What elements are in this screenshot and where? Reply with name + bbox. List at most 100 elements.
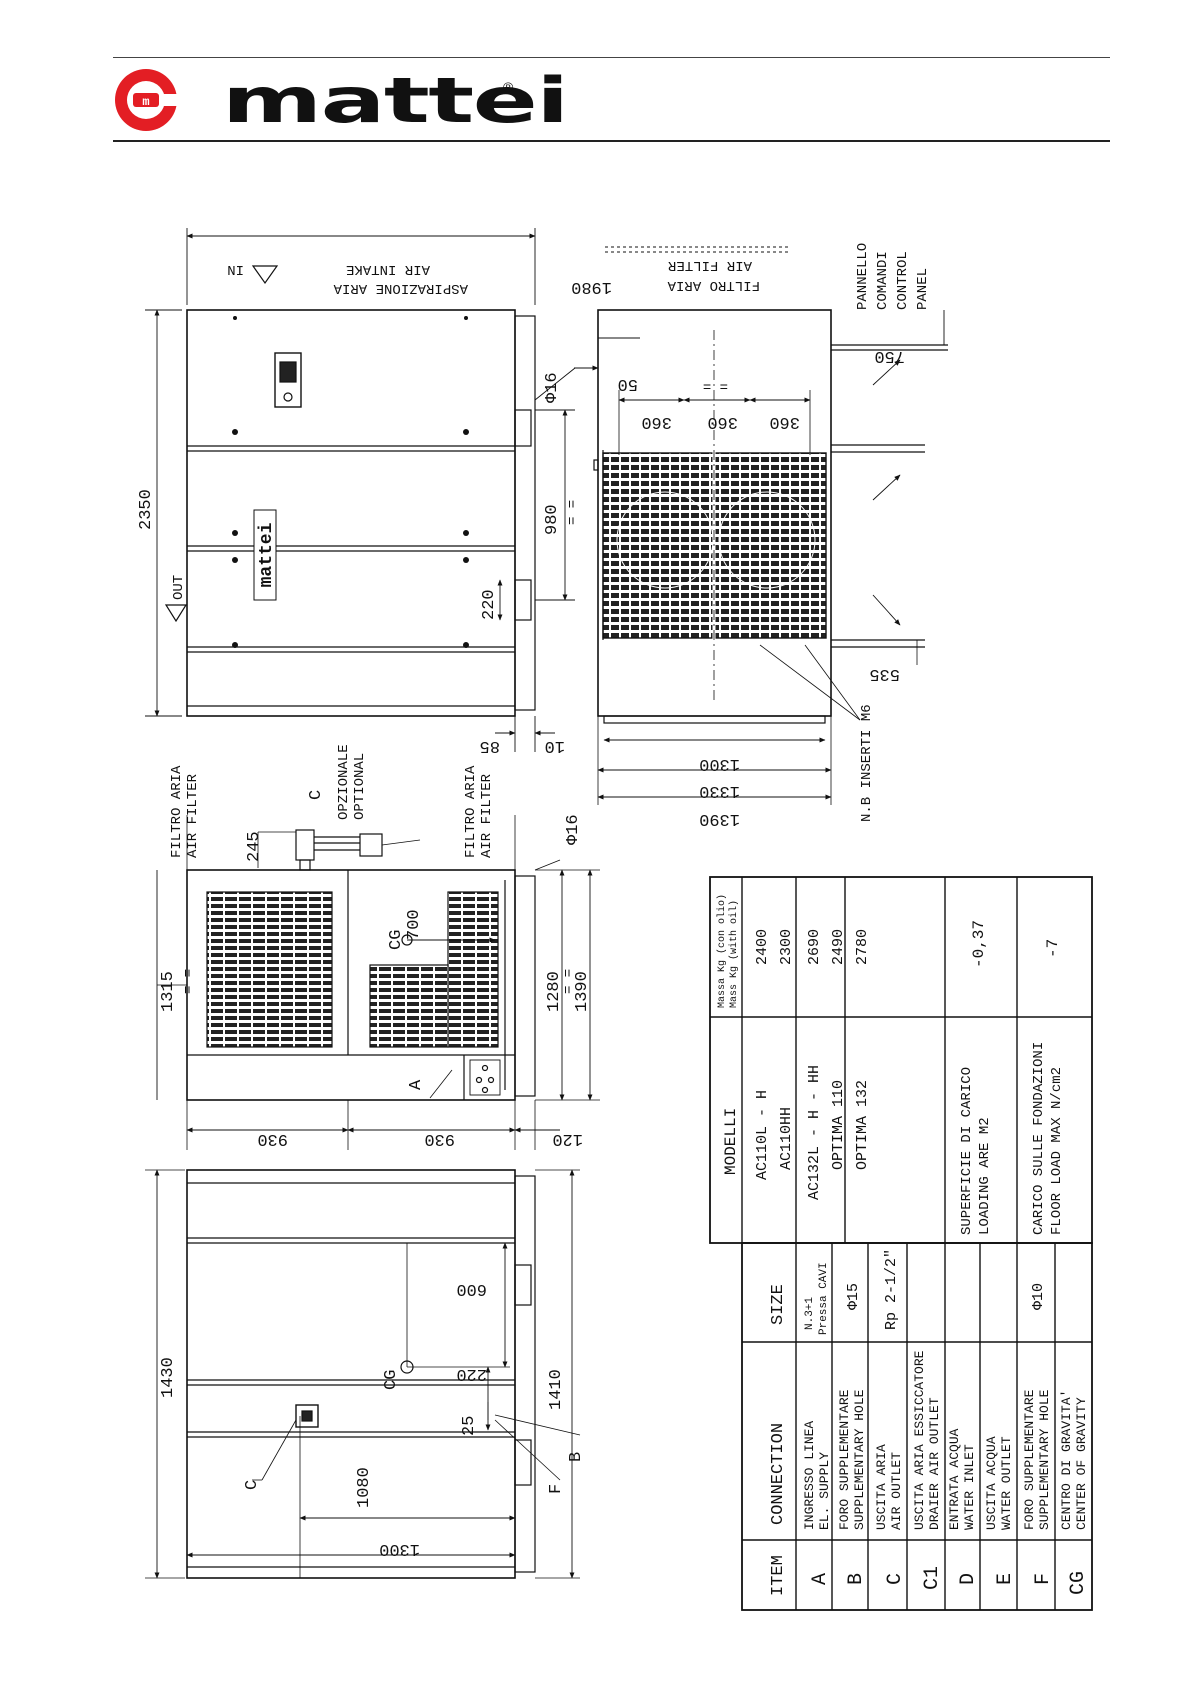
inserts-note: N.B INSERTI M6: [859, 704, 875, 822]
row-b-conn-2: SUPPLEMENTARY HOLE: [852, 1389, 867, 1530]
row-b-size: Φ15: [845, 1283, 862, 1310]
row-d-conn-1: ENTRATA ACQUA: [947, 1428, 962, 1530]
front-unit-brand: mattei: [257, 522, 277, 587]
top-dim-360c: 360: [769, 412, 800, 431]
model-row-4-mass: 2490: [830, 929, 847, 965]
model-row-5-mass: 2780: [854, 929, 871, 965]
back-view: [145, 1169, 581, 1579]
model-row-5-name: OPTIMA 132: [854, 1080, 871, 1170]
row-c-conn-2: AIR OUTLET: [889, 1452, 904, 1530]
top-view: [574, 246, 948, 805]
front-dim-980: 980: [543, 504, 562, 535]
back-label-f: F: [547, 1484, 566, 1494]
side-label-cg: CG: [387, 930, 406, 950]
model-row-3-name: AC132L - H - HH: [806, 1065, 823, 1200]
row-b-item: B: [845, 1573, 868, 1585]
row-f-conn-1: FORO SUPPLEMENTARE: [1022, 1389, 1037, 1530]
back-dim-1410: 1410: [547, 1369, 566, 1410]
control-panel-4: PANEL: [915, 268, 931, 310]
row-d-conn-2: WATER INLET: [962, 1444, 977, 1530]
row-cg-conn-2: CENTER OF GRAVITY: [1074, 1397, 1089, 1530]
header-bottom-rule: [113, 140, 1110, 142]
front-dim-85: 85: [480, 736, 500, 755]
front-dim-1980: 1980: [571, 277, 612, 296]
top-dim-360b: 360: [707, 412, 738, 431]
side-dim-245: 245: [245, 831, 264, 862]
model-row-2-name: AC110HH: [778, 1107, 795, 1170]
header-top-rule: [113, 57, 1110, 58]
side-dim-120: 120: [552, 1129, 583, 1148]
optional-it: OPZIONALE: [336, 744, 352, 820]
control-panel-1: PANNELLO: [855, 243, 871, 310]
row-e-conn-1: USCITA ACQUA: [984, 1436, 999, 1530]
top-dim-535: 535: [869, 664, 900, 683]
model-row-3-mass: 2690: [806, 929, 823, 965]
side-dim-1315: 1315: [159, 971, 178, 1012]
side-dim-930b: 930: [424, 1129, 455, 1148]
side-filter-it-left: FILTRO ARIA: [169, 765, 185, 858]
row-a-conn-1: INGRESSO LINEA: [802, 1421, 817, 1530]
brand-logo-icon: m: [115, 69, 179, 131]
logo-letter: m: [142, 95, 149, 109]
front-dim-phi16: Φ16: [543, 372, 562, 403]
row-c-conn-1: USCITA ARIA: [874, 1444, 889, 1530]
row-a-size-2: Pressa CAVI: [818, 1262, 830, 1335]
model-row-2-mass: 2300: [778, 929, 795, 965]
loading-label-en: LOADING ARE M2: [977, 1117, 993, 1235]
row-f-conn-2: SUPPLEMENTARY HOLE: [1037, 1389, 1052, 1530]
row-c1-conn-2: DRAIER AIR OUTLET: [927, 1397, 942, 1530]
side-filter-it-right: FILTRO ARIA: [463, 765, 479, 858]
registered-mark: ®: [503, 79, 514, 95]
row-b-conn-1: FORO SUPPLEMENTARE: [837, 1389, 852, 1530]
side-label-a: A: [407, 1079, 426, 1090]
back-label-cg: CG: [382, 1370, 401, 1390]
floor-value: -7: [1044, 939, 1062, 958]
out-label: OUT: [171, 575, 187, 600]
side-label-c: C: [307, 790, 326, 800]
top-filter-it: FILTRO ARIA: [667, 277, 760, 293]
back-dim-1300: 1300: [379, 1539, 420, 1558]
side-dim-700: 700: [405, 909, 424, 940]
intake-label-it: ASPIRAZIONE ARIA: [333, 280, 468, 296]
front-dim-eq: = =: [565, 500, 581, 525]
table-header-item: ITEM: [769, 1555, 788, 1596]
top-dim-50: 50: [618, 374, 638, 393]
back-label-c: C: [243, 1480, 262, 1490]
row-e-conn-2: WATER OUTLET: [999, 1436, 1014, 1530]
row-e-item: E: [994, 1573, 1017, 1585]
floor-label-en: FLOOR LOAD MAX N/cm2: [1049, 1067, 1065, 1235]
models-header: MODELLI: [722, 1108, 740, 1175]
brand-wordmark: mattei: [222, 64, 569, 137]
side-dim-eq-left: = =: [181, 969, 197, 994]
row-c-size: Rp 2-1/2": [883, 1249, 900, 1330]
side-view: [156, 815, 600, 1150]
spec-table: [709, 876, 1093, 1611]
back-dim-25: 25: [460, 1416, 479, 1436]
row-a-item: A: [809, 1573, 832, 1585]
top-dim-1300: 1300: [699, 754, 740, 773]
mass-header-it: Massa Kg (con olio): [716, 894, 728, 1008]
row-f-size: Φ10: [1030, 1283, 1047, 1310]
table-header-connection: CONNECTION: [769, 1423, 788, 1525]
loading-label-it: SUPERFICIE DI CARICO: [959, 1067, 975, 1235]
front-view: mattei: [145, 228, 576, 752]
row-c1-conn-1: USCITA ARIA ESSICCATORE: [912, 1350, 927, 1530]
in-label: IN: [227, 261, 244, 277]
top-dim-750: 750: [874, 346, 905, 365]
control-panel-2: COMANDI: [875, 251, 891, 310]
row-a-size-1: N.3+1: [804, 1297, 816, 1330]
back-dim-1080: 1080: [355, 1467, 374, 1508]
front-dim-2350: 2350: [137, 489, 156, 530]
side-dim-1390: 1390: [573, 971, 592, 1012]
model-row-1-name: AC110L - H: [754, 1090, 771, 1180]
floor-label-it: CARICO SULLE FONDAZIONI: [1031, 1042, 1047, 1235]
back-dim-220: 220: [456, 1364, 487, 1383]
optional-en: OPTIONAL: [352, 753, 368, 820]
side-dim-1280: 1280: [545, 971, 564, 1012]
table-header-size: SIZE: [769, 1284, 788, 1325]
side-filter-en-right: AIR FILTER: [479, 773, 495, 858]
row-c-item: C: [884, 1573, 907, 1585]
back-label-b: B: [567, 1452, 586, 1462]
top-filter-en: AIR FILTER: [667, 257, 752, 273]
